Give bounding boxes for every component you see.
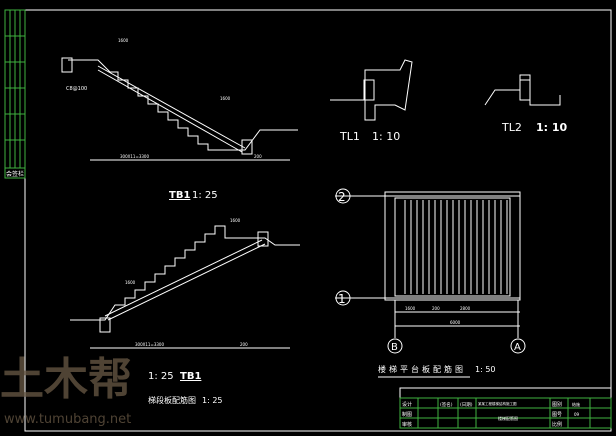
dim-label: 1600 (125, 280, 136, 285)
tb-number-label: 图号 (552, 412, 562, 418)
tb1-lower-title: TB1 (180, 371, 201, 382)
axis-label-b: B (391, 342, 398, 353)
tb-number: 09 (574, 412, 580, 417)
plan-caption: 楼梯平台板配筋图 (378, 364, 466, 374)
tb-project: 某某工程楼梯结构施工图 (478, 401, 517, 406)
dim-label: 200 (240, 342, 248, 347)
title-block: 设计 制图 审核 (签名) (日期) 某某工程楼梯结构施工图 楼梯配筋图 图别 … (399, 387, 612, 429)
dim-label: 200 (254, 154, 262, 159)
tb-scale-label: 比例 (552, 421, 562, 428)
watermark-logo: 土木帮 (0, 354, 132, 405)
dim-label: 1600 (220, 96, 231, 101)
tl1-title: TL1 (339, 130, 360, 143)
axis-label-2: 2 (338, 190, 346, 204)
tb1-lower-caption-scale: 1: 25 (202, 396, 223, 405)
tb-date: (日期) (460, 402, 473, 408)
dim-label: 6000 (450, 320, 461, 325)
tb1-lower-section: 300X11=3300 200 1600 1600 1: 25 TB1 梯段板配… (70, 218, 300, 405)
drawing-border (24, 9, 612, 432)
dim-label: 300X11=3300 (135, 342, 164, 347)
tb1-upper-section: 300X11=3300 200 1600 1600 C8@100 TB1 1: … (61, 38, 298, 201)
tb-drawing-name: 楼梯配筋图 (498, 415, 518, 421)
tb-category-label: 图别 (552, 401, 562, 408)
tl1-section: TL1 1: 10 (330, 59, 413, 143)
signature-column: 会签栏 (4, 9, 26, 179)
tb-sign: (签名) (440, 401, 453, 408)
dim-label: 1600 (405, 306, 416, 311)
tl2-section: TL2 1: 10 (484, 74, 568, 134)
tb1-upper-title: TB1 (169, 190, 190, 201)
axis-label-a: A (514, 342, 521, 353)
tb-drawn-label: 制图 (402, 411, 412, 418)
dim-label: 2800 (460, 306, 471, 311)
tl1-scale: 1: 10 (372, 130, 400, 143)
tl2-scale: 1: 10 (536, 121, 568, 134)
tl2-title: TL2 (501, 121, 522, 134)
rebar-label: C8@100 (66, 86, 87, 92)
tb1-lower-caption: 梯段板配筋图 (148, 395, 196, 405)
tb-review-label: 审核 (402, 421, 412, 428)
sidebar-label: 会签栏 (6, 170, 24, 178)
dim-label: 1600 (230, 218, 241, 223)
axis-label-1: 1 (338, 292, 346, 306)
plan-scale: 1: 50 (475, 365, 496, 374)
platform-plan: 2 1 B A 6000 1600 2800 200 楼梯平台板配筋图 1: 5… (335, 188, 526, 378)
tb1-lower-scale: 1: 25 (148, 371, 174, 382)
dim-label: 1600 (118, 38, 129, 43)
watermark-url: www.tumubang.net (4, 412, 132, 427)
dim-label: 200 (432, 306, 440, 311)
tb1-upper-scale: 1: 25 (192, 190, 218, 201)
tb-category: 结施 (572, 401, 580, 407)
dim-label: 300X11=3300 (120, 154, 149, 159)
watermark: 土木帮 www.tumubang.net (0, 354, 140, 428)
tb-design-label: 设计 (402, 401, 412, 408)
